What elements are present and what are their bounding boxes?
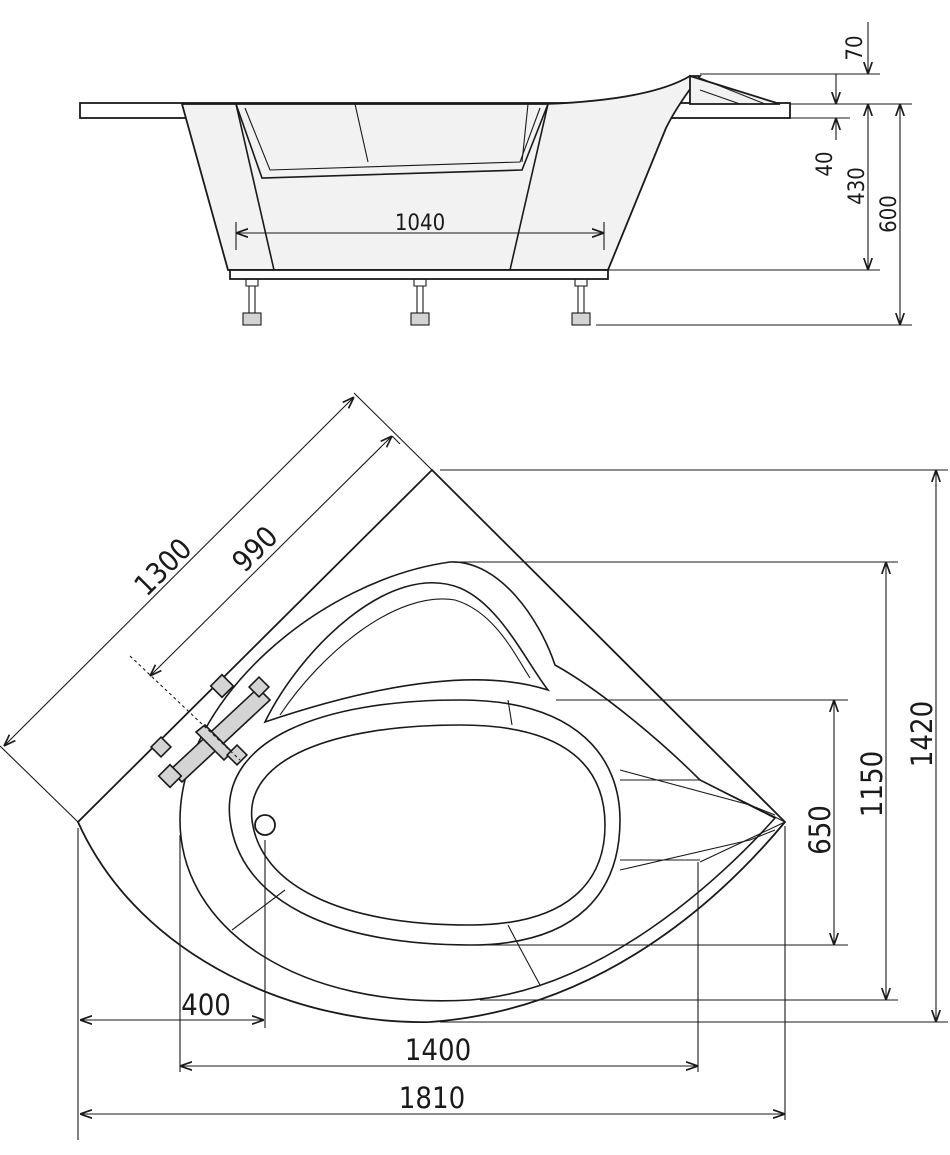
side-view: 1040 70 40 430 600: [79, 22, 912, 326]
side-inner-width-label: 1040: [395, 211, 445, 236]
side-base-plate: [229, 269, 609, 280]
top-inner-side-label: 990: [225, 519, 284, 578]
side-seat-offset-label: 40: [813, 151, 838, 176]
side-headrest: [689, 74, 781, 105]
top-view: 1300 990 1420 1150 650 400 1400 1810: [0, 392, 948, 1140]
side-depth-label: 430: [845, 167, 870, 205]
top-inner-depth-label: 1150: [855, 751, 889, 817]
top-inner-width-label: 1400: [405, 1033, 471, 1067]
side-legs: [242, 279, 591, 326]
top-total-depth-label: 1420: [905, 701, 939, 767]
side-total-height-label: 600: [877, 195, 902, 233]
top-total-width-label: 1810: [399, 1081, 465, 1115]
top-drain-offset-label: 400: [181, 988, 231, 1022]
top-outer-outline: [76, 468, 787, 1023]
top-basin-depth-label: 650: [803, 805, 837, 855]
top-outer-side-label: 1300: [127, 531, 198, 602]
drain-icon: [254, 814, 276, 836]
side-rim-height-label: 70: [843, 35, 868, 60]
